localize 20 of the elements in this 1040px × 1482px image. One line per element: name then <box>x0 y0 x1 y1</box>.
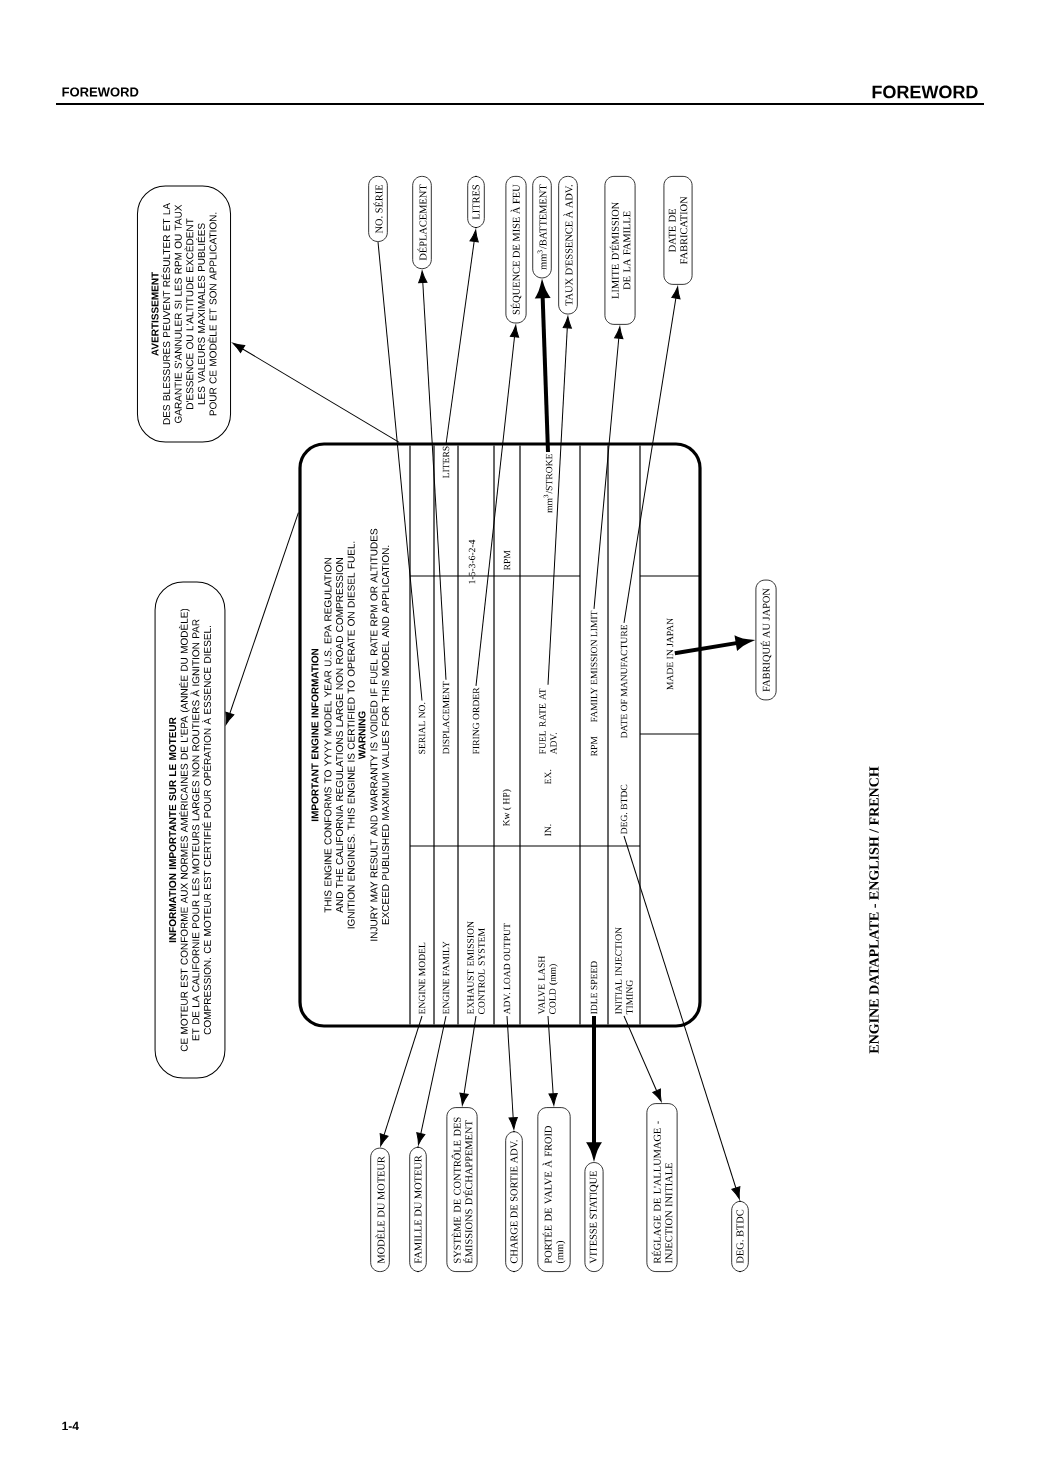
arrow <box>225 512 299 725</box>
arrow <box>379 1015 423 1147</box>
leader-line <box>377 241 423 702</box>
arrow <box>536 284 550 453</box>
arrow <box>459 1015 477 1106</box>
arrow <box>547 1015 558 1106</box>
arrow <box>506 1015 518 1130</box>
arrow <box>547 316 572 686</box>
arrow <box>623 835 741 1200</box>
arrow <box>475 325 520 687</box>
arrow <box>445 229 479 445</box>
arrow <box>418 270 447 681</box>
arrow <box>674 636 750 656</box>
arrow <box>623 1015 662 1102</box>
arrow <box>623 286 681 624</box>
arrow <box>587 1016 601 1157</box>
arrow <box>593 326 624 610</box>
section-header: FOREWORD <box>872 85 978 99</box>
arrow <box>232 342 400 443</box>
arrow <box>416 1015 447 1146</box>
